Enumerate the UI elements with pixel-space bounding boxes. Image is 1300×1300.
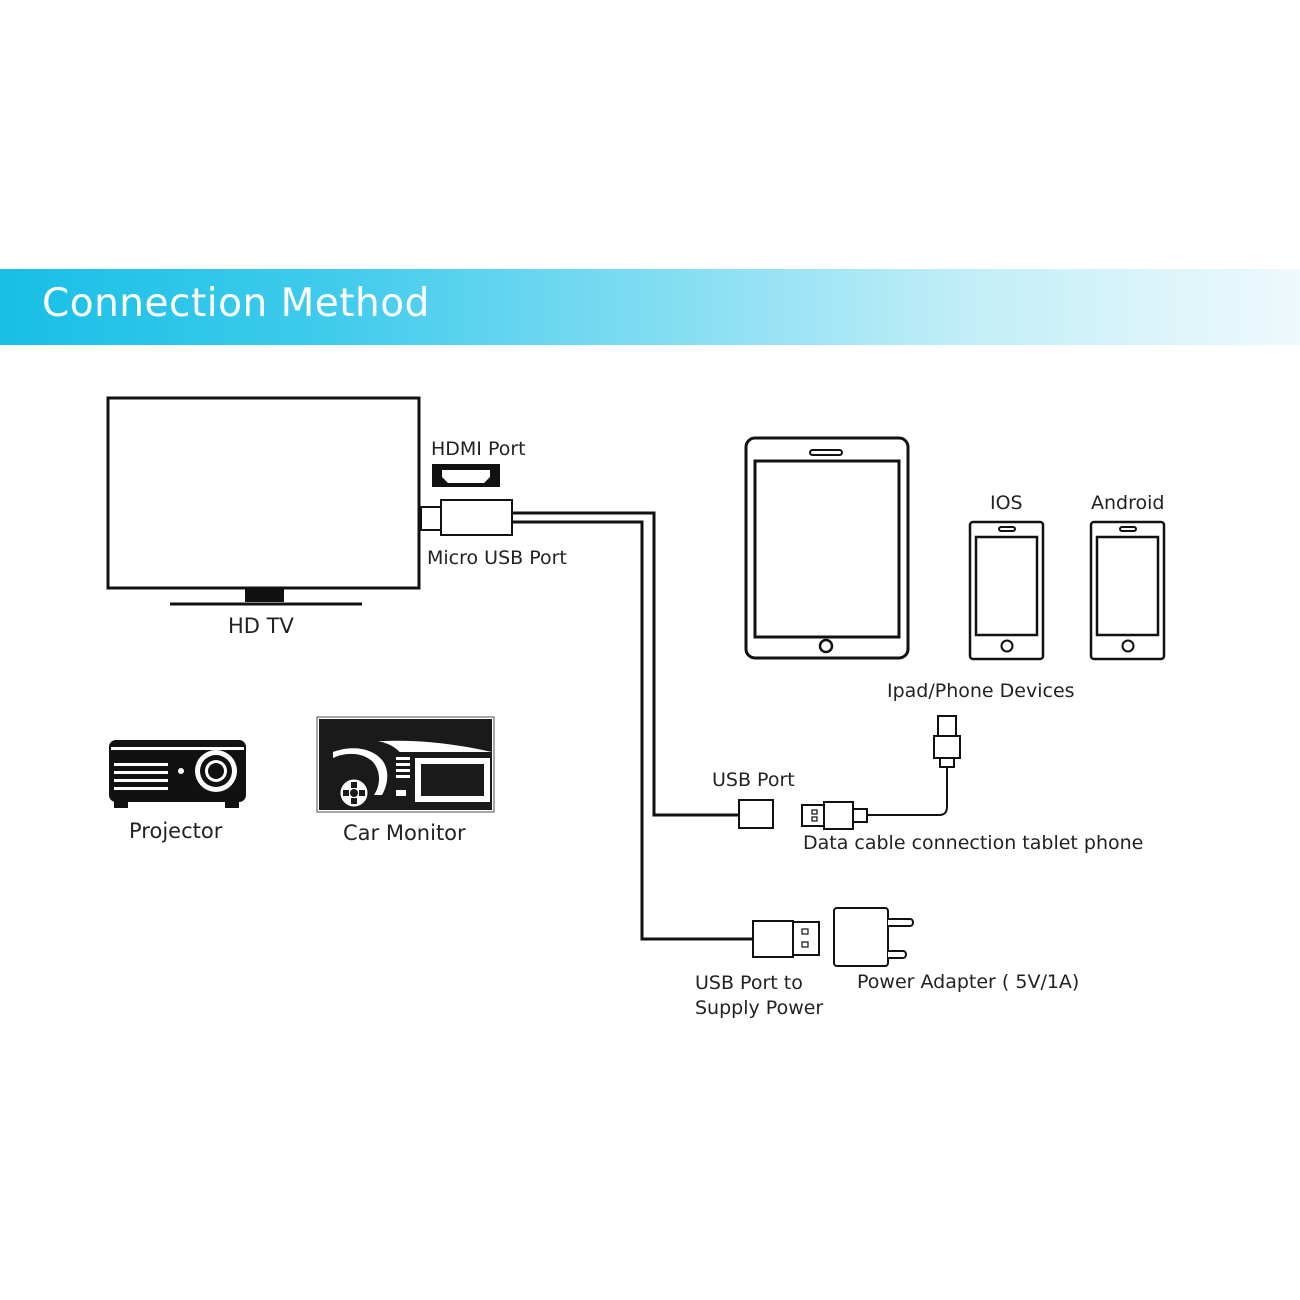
cable-lines: [512, 511, 753, 941]
usb-plug-icon: [801, 801, 868, 830]
projector-icon: [109, 740, 246, 808]
hdmi-port-label: HDMI Port: [431, 438, 526, 460]
android-label: Android: [1091, 492, 1165, 514]
phone-connector-icon: [933, 715, 961, 768]
hdmi-port-icon: [432, 464, 500, 487]
power-adapter-label: Power Adapter ( 5V/1A): [857, 971, 1080, 993]
ipad-phone-devices-label: Ipad/Phone Devices: [887, 680, 1075, 702]
tv-icon: [106, 396, 421, 606]
hdmi-dongle-icon: [420, 499, 513, 536]
usb-power-label-line2: Supply Power: [695, 997, 824, 1019]
hd-tv-label: HD TV: [228, 614, 294, 638]
usb-power-plug-icon: [752, 920, 820, 958]
car-monitor-label: Car Monitor: [343, 821, 466, 845]
car-dashboard-icon: [316, 716, 495, 813]
page-title: Connection Method: [42, 281, 430, 326]
header-banner: Connection Method: [0, 269, 1300, 345]
usb-port-icon: [738, 799, 774, 829]
ipad-icon: [744, 436, 910, 660]
power-adapter-icon: [833, 907, 914, 967]
usb-power-label-line1: USB Port to: [695, 972, 803, 994]
data-cable-wire: [867, 763, 948, 816]
data-cable-label: Data cable connection tablet phone: [803, 832, 1144, 854]
projector-label: Projector: [129, 819, 223, 843]
ios-phone-icon: [968, 520, 1045, 661]
usb-port-label: USB Port: [712, 769, 795, 791]
micro-usb-port-label: Micro USB Port: [427, 547, 567, 569]
android-phone-icon: [1089, 520, 1166, 661]
ios-label: IOS: [990, 492, 1023, 514]
